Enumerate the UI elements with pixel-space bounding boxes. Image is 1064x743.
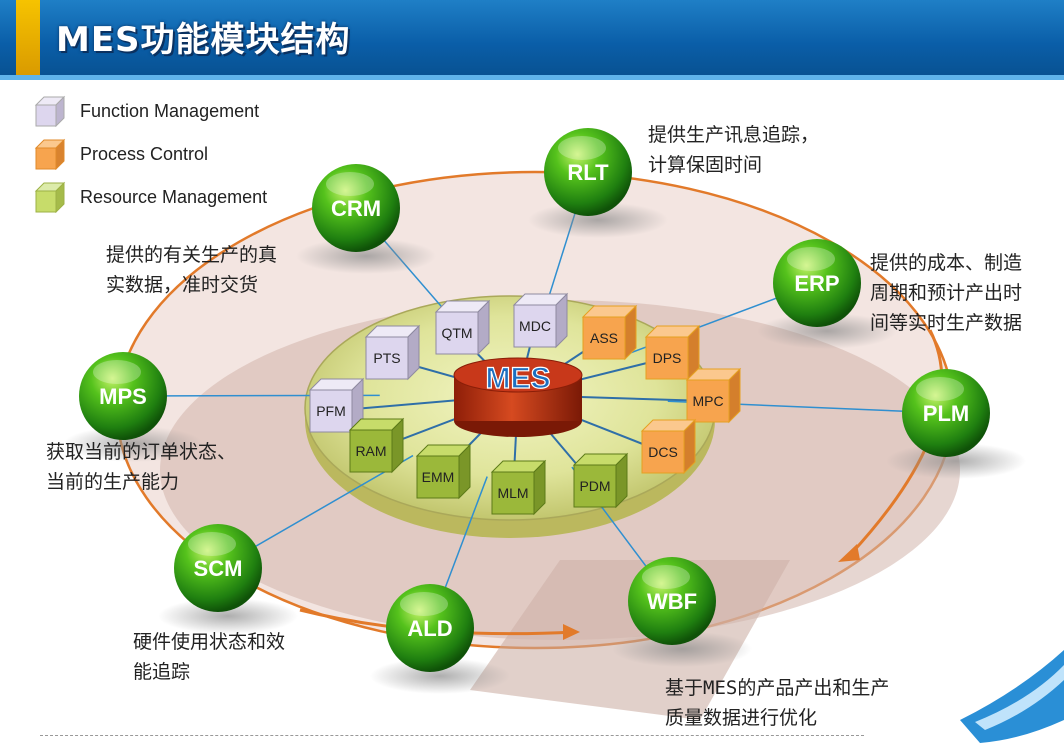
ball-shadow xyxy=(612,631,752,667)
system-label: ALD xyxy=(407,616,452,641)
system-ball-plm: PLM xyxy=(902,369,990,457)
note-erp: 提供的成本、制造 周期和预计产出时 间等实时生产数据 xyxy=(870,252,1023,334)
ball-shadow xyxy=(158,598,298,634)
mes-core: MES xyxy=(453,357,583,437)
legend-label: Resource Management xyxy=(80,187,268,207)
module-label: MLM xyxy=(497,485,528,501)
module-cube-mpc: MPC xyxy=(685,367,742,424)
note-scm: 硬件使用状态和效 能追踪 xyxy=(133,631,286,683)
note-rlt: 提供生产讯息追踪， 计算保固时间 xyxy=(648,124,820,176)
page-title: MES功能模块结构 xyxy=(56,20,351,60)
module-cube-ram: RAM xyxy=(348,417,405,474)
module-label: RAM xyxy=(355,443,386,459)
module-cube-qtm: QTM xyxy=(434,299,491,356)
module-label: PDM xyxy=(579,478,610,494)
module-label: PTS xyxy=(373,350,400,366)
ball-shadows xyxy=(63,202,1026,694)
ball-shadow xyxy=(757,313,897,349)
ball-shadow xyxy=(296,238,436,274)
module-cube-emm: EMM xyxy=(415,443,472,500)
corner-swoosh xyxy=(960,650,1064,743)
note-mps: 获取当前的订单状态、 当前的生产能力 xyxy=(46,441,237,493)
ball-shadow xyxy=(886,443,1026,479)
system-label: ERP xyxy=(794,271,839,296)
module-label: DPS xyxy=(653,350,682,366)
module-label: MDC xyxy=(519,318,551,334)
module-label: QTM xyxy=(441,325,472,341)
module-cube-dps: DPS xyxy=(644,324,701,381)
system-label: PLM xyxy=(923,401,969,426)
module-cube-ass: ASS xyxy=(581,304,638,361)
legend-label: Function Management xyxy=(80,101,260,121)
legend-label: Process Control xyxy=(80,144,209,164)
system-label: WBF xyxy=(647,589,697,614)
system-label: RLT xyxy=(567,160,609,185)
module-label: EMM xyxy=(422,469,455,485)
legend-item-process: Process Control xyxy=(34,138,334,172)
system-balls: RLT CRM ERP MPS PLM SCM ALD WBF xyxy=(79,128,990,672)
ball-shadow xyxy=(63,426,203,462)
ball-shadow xyxy=(370,658,510,694)
module-cube-mdc: MDC xyxy=(512,292,569,349)
module-label: ASS xyxy=(590,330,618,346)
module-cube-pfm: PFM xyxy=(308,377,365,434)
ball-shadow xyxy=(528,202,668,238)
corner-swoosh-light xyxy=(975,665,1064,730)
module-cube-pdm: PDM xyxy=(572,452,629,509)
system-ball-erp: ERP xyxy=(773,239,861,327)
mes-core-label: MES xyxy=(485,362,550,395)
legend-item-resource: Resource Management xyxy=(34,181,334,215)
system-ball-scm: SCM xyxy=(174,524,262,612)
cube-icon xyxy=(34,95,66,127)
note-crm: 提供的有关生产的真 实数据，准时交货 xyxy=(106,244,278,296)
system-label: CRM xyxy=(331,196,381,221)
orbit-arrowhead-right xyxy=(838,544,860,562)
system-ball-wbf: WBF xyxy=(628,557,716,645)
module-label: DCS xyxy=(648,444,678,460)
module-cubes: PTS QTM MDC PFM ASS DPS MPC DCS RAM EMM MLM PDM xyxy=(308,292,742,516)
orbit-arrowhead-bottom xyxy=(563,624,580,640)
legend-item-function: Function Management xyxy=(34,95,334,129)
system-label: MPS xyxy=(99,384,147,409)
module-label: PFM xyxy=(316,403,346,419)
system-ball-mps: MPS xyxy=(79,352,167,440)
system-ball-ald: ALD xyxy=(386,584,474,672)
module-cube-pts: PTS xyxy=(364,324,421,381)
title-accent xyxy=(16,0,40,76)
module-cube-mlm: MLM xyxy=(490,459,547,516)
module-label: MPC xyxy=(692,393,723,409)
system-ball-rlt: RLT xyxy=(544,128,632,216)
cube-icon xyxy=(34,138,66,170)
cube-icon xyxy=(34,181,66,213)
system-ball-crm: CRM xyxy=(312,164,400,252)
system-label: SCM xyxy=(194,556,243,581)
note-wbf: 基于MES的产品产出和生产 质量数据进行优化 xyxy=(665,677,890,729)
module-cube-dcs: DCS xyxy=(640,418,697,475)
footer-divider xyxy=(40,735,864,736)
title-bar: MES功能模块结构 xyxy=(0,0,1064,80)
